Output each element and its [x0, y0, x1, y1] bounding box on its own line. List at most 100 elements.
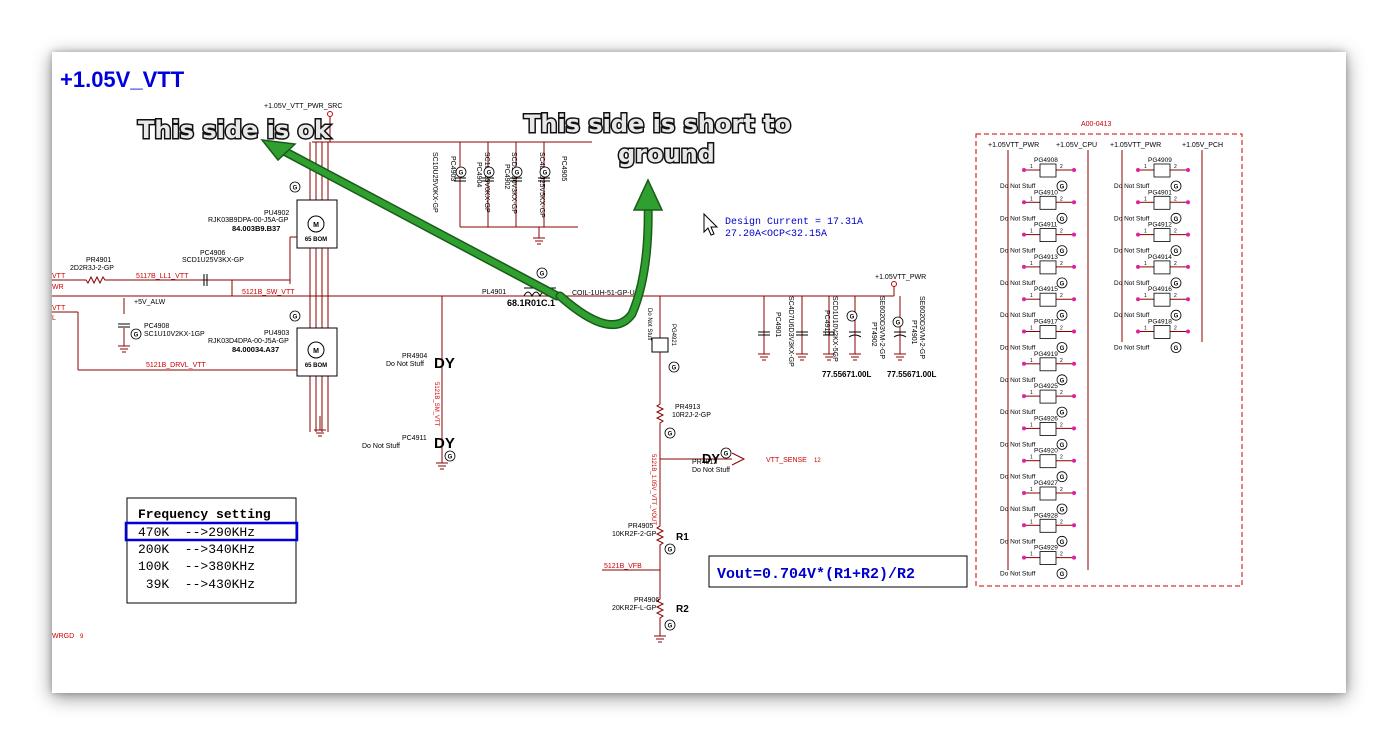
jumper-ref: PG4918: [1148, 319, 1172, 326]
green-part-icon: G: [1170, 277, 1182, 289]
green-part-icon: G: [1170, 212, 1182, 224]
net-vtt-sense-ref: 12: [814, 458, 821, 464]
jumper-pin-2: 2: [1174, 229, 1177, 235]
net-label-vtt-pwr-src: +1.05V_VTT_PWR_SRC: [264, 103, 342, 110]
jumper-pin-1: 1: [1030, 293, 1033, 299]
output-capacitor-bank: SC4D7U6D3V3KX-GP PC4901 SCD1U10V2KX-5GP …: [757, 296, 936, 379]
jumper-pin-2: 2: [1174, 326, 1177, 332]
jumper-note: Do Not Stuff: [1000, 571, 1035, 578]
callout-arrows: [260, 139, 664, 330]
jumper-note: Do Not Stuff: [1000, 538, 1035, 545]
green-part-icon: G: [1056, 471, 1068, 483]
frequency-header: Frequency setting: [138, 507, 271, 522]
jumper-net-1: +1.05VTT_PWR: [988, 142, 1039, 149]
green-part-icon: G: [1056, 277, 1068, 289]
pl4901-part: COIL-1UH-51-GP-U: [572, 290, 635, 297]
jumper-pin-2: 2: [1060, 261, 1063, 267]
jumper-ref: PG4929: [1034, 545, 1058, 552]
jumper-pin-1: 1: [1144, 261, 1147, 267]
jumper-pin-1: 1: [1144, 326, 1147, 332]
net-vout: 5121B_1.05V_VTT_VOUT: [650, 454, 656, 525]
dy-label-3: DY: [702, 451, 720, 466]
jumper-array-box: A00-0413 +1.05VTT_PWR +1.05V_CPU +1.05VT…: [975, 121, 1243, 587]
svg-text:G: G: [1174, 185, 1179, 191]
pc4911-note: Do Not Stuff: [362, 443, 400, 450]
net-vertical: 5121B_SM_VTT: [433, 382, 439, 427]
svg-text:G: G: [1060, 443, 1065, 449]
jumper-pin-1: 1: [1144, 229, 1147, 235]
jumper-box-title: A00-0413: [1081, 121, 1111, 128]
top-cap-part-4: SC4D7U25V5KX-GP: [538, 152, 545, 218]
jumper-pin-1: 1: [1144, 293, 1147, 299]
jumper-pin-2: 2: [1060, 487, 1063, 493]
pg4921-ref: PG4921: [670, 324, 676, 347]
pl4901-pn: 68.1R01C.1: [507, 298, 555, 308]
jumper-pin-1: 1: [1030, 164, 1033, 170]
frequency-table: Frequency setting 470K -->290KHz 200K --…: [124, 497, 299, 604]
jumper-pin-1: 1: [1030, 487, 1033, 493]
jumper-ref: PG4910: [1034, 189, 1058, 196]
pr4905-part: 10KR2F-2-GP: [612, 531, 657, 538]
r2-label: R2: [676, 604, 689, 615]
green-part-icon: G: [1056, 309, 1068, 321]
svg-text:G: G: [1174, 314, 1179, 320]
jumper-pin-2: 2: [1060, 552, 1063, 558]
out-cap-pn-1: 77.55671.00L: [822, 370, 871, 379]
schematic-sheet: G +1.05V_VTT +1.05V_VTT_PWR_SRC SC10U25V…: [52, 52, 1346, 693]
jumper-pin-2: 2: [1174, 293, 1177, 299]
jumper-pin-2: 2: [1060, 519, 1063, 525]
out-cap-ref-3: PT4902: [870, 322, 877, 347]
green-part-icon: G: [1170, 180, 1182, 192]
top-cap-part-3: SCD1U50V3KX-GP: [510, 152, 517, 214]
net-label-vtt-pwr: +1.05VTT_PWR: [875, 274, 926, 281]
jumper-note: Do Not Stuff: [1114, 215, 1149, 222]
frequency-row-3: 100K -->380KHz: [138, 559, 255, 574]
net-drvl: 5121B_DRVL_VTT: [146, 362, 207, 369]
top-cap-ref-2: PC4904: [475, 162, 482, 187]
dy-label-1: DY: [434, 355, 455, 372]
dy-label-2: DY: [434, 435, 455, 452]
pr4913-part: 10R2J-2-GP: [672, 412, 711, 419]
green-part-icon: G: [1056, 180, 1068, 192]
jumper-note: Do Not Stuff: [1000, 183, 1035, 190]
jumper-ref: PG4916: [1148, 286, 1172, 293]
svg-text:M: M: [313, 348, 319, 355]
svg-text:G: G: [1060, 281, 1065, 287]
green-part-icon: G: [1170, 342, 1182, 353]
r1-label: R1: [676, 532, 689, 543]
mouse-cursor-icon: [703, 212, 719, 236]
top-cap-part-2: SC10U25V0KX-GP: [483, 152, 490, 213]
green-part-icon: G: [1056, 374, 1068, 386]
net-label-5v-alw: +5V_ALW: [134, 299, 166, 306]
jumper-pin-1: 1: [1030, 390, 1033, 396]
pu4902-part: RJK03B9DPA-00-J5A-GP: [208, 217, 289, 224]
jumper-note: Do Not Stuff: [1000, 409, 1035, 416]
jumper-ref: PG4914: [1148, 254, 1172, 261]
out-cap-ref-2: PC4910: [823, 310, 830, 335]
jumper-pin-1: 1: [1030, 196, 1033, 202]
svg-text:G: G: [1060, 411, 1065, 417]
green-part-icon: G: [1056, 503, 1068, 515]
jumper-note: Do Not Stuff: [1114, 183, 1149, 190]
svg-text:G: G: [1060, 185, 1065, 191]
jumper-ref: PG4928: [1034, 512, 1058, 519]
pr4906-ref: PR4906: [634, 597, 659, 604]
jumper-ref: PG4908: [1034, 157, 1058, 164]
net-left-vtt-mid: VTT: [52, 305, 66, 312]
jumper-pin-1: 1: [1030, 455, 1033, 461]
pr4904-note: Do Not Stuff: [386, 361, 424, 368]
svg-text:G: G: [1174, 217, 1179, 223]
pc4911-ref: PC4911: [402, 435, 427, 442]
net-left-wr: WR: [52, 284, 64, 291]
svg-text:G: G: [1060, 249, 1065, 255]
jumper-pin-1: 1: [1030, 229, 1033, 235]
out-cap-part-3: SE6020D3VM-2-GP: [878, 296, 885, 359]
top-cap-ref-1: PC4903: [449, 156, 456, 181]
jumper-ref: PG4909: [1148, 157, 1172, 164]
